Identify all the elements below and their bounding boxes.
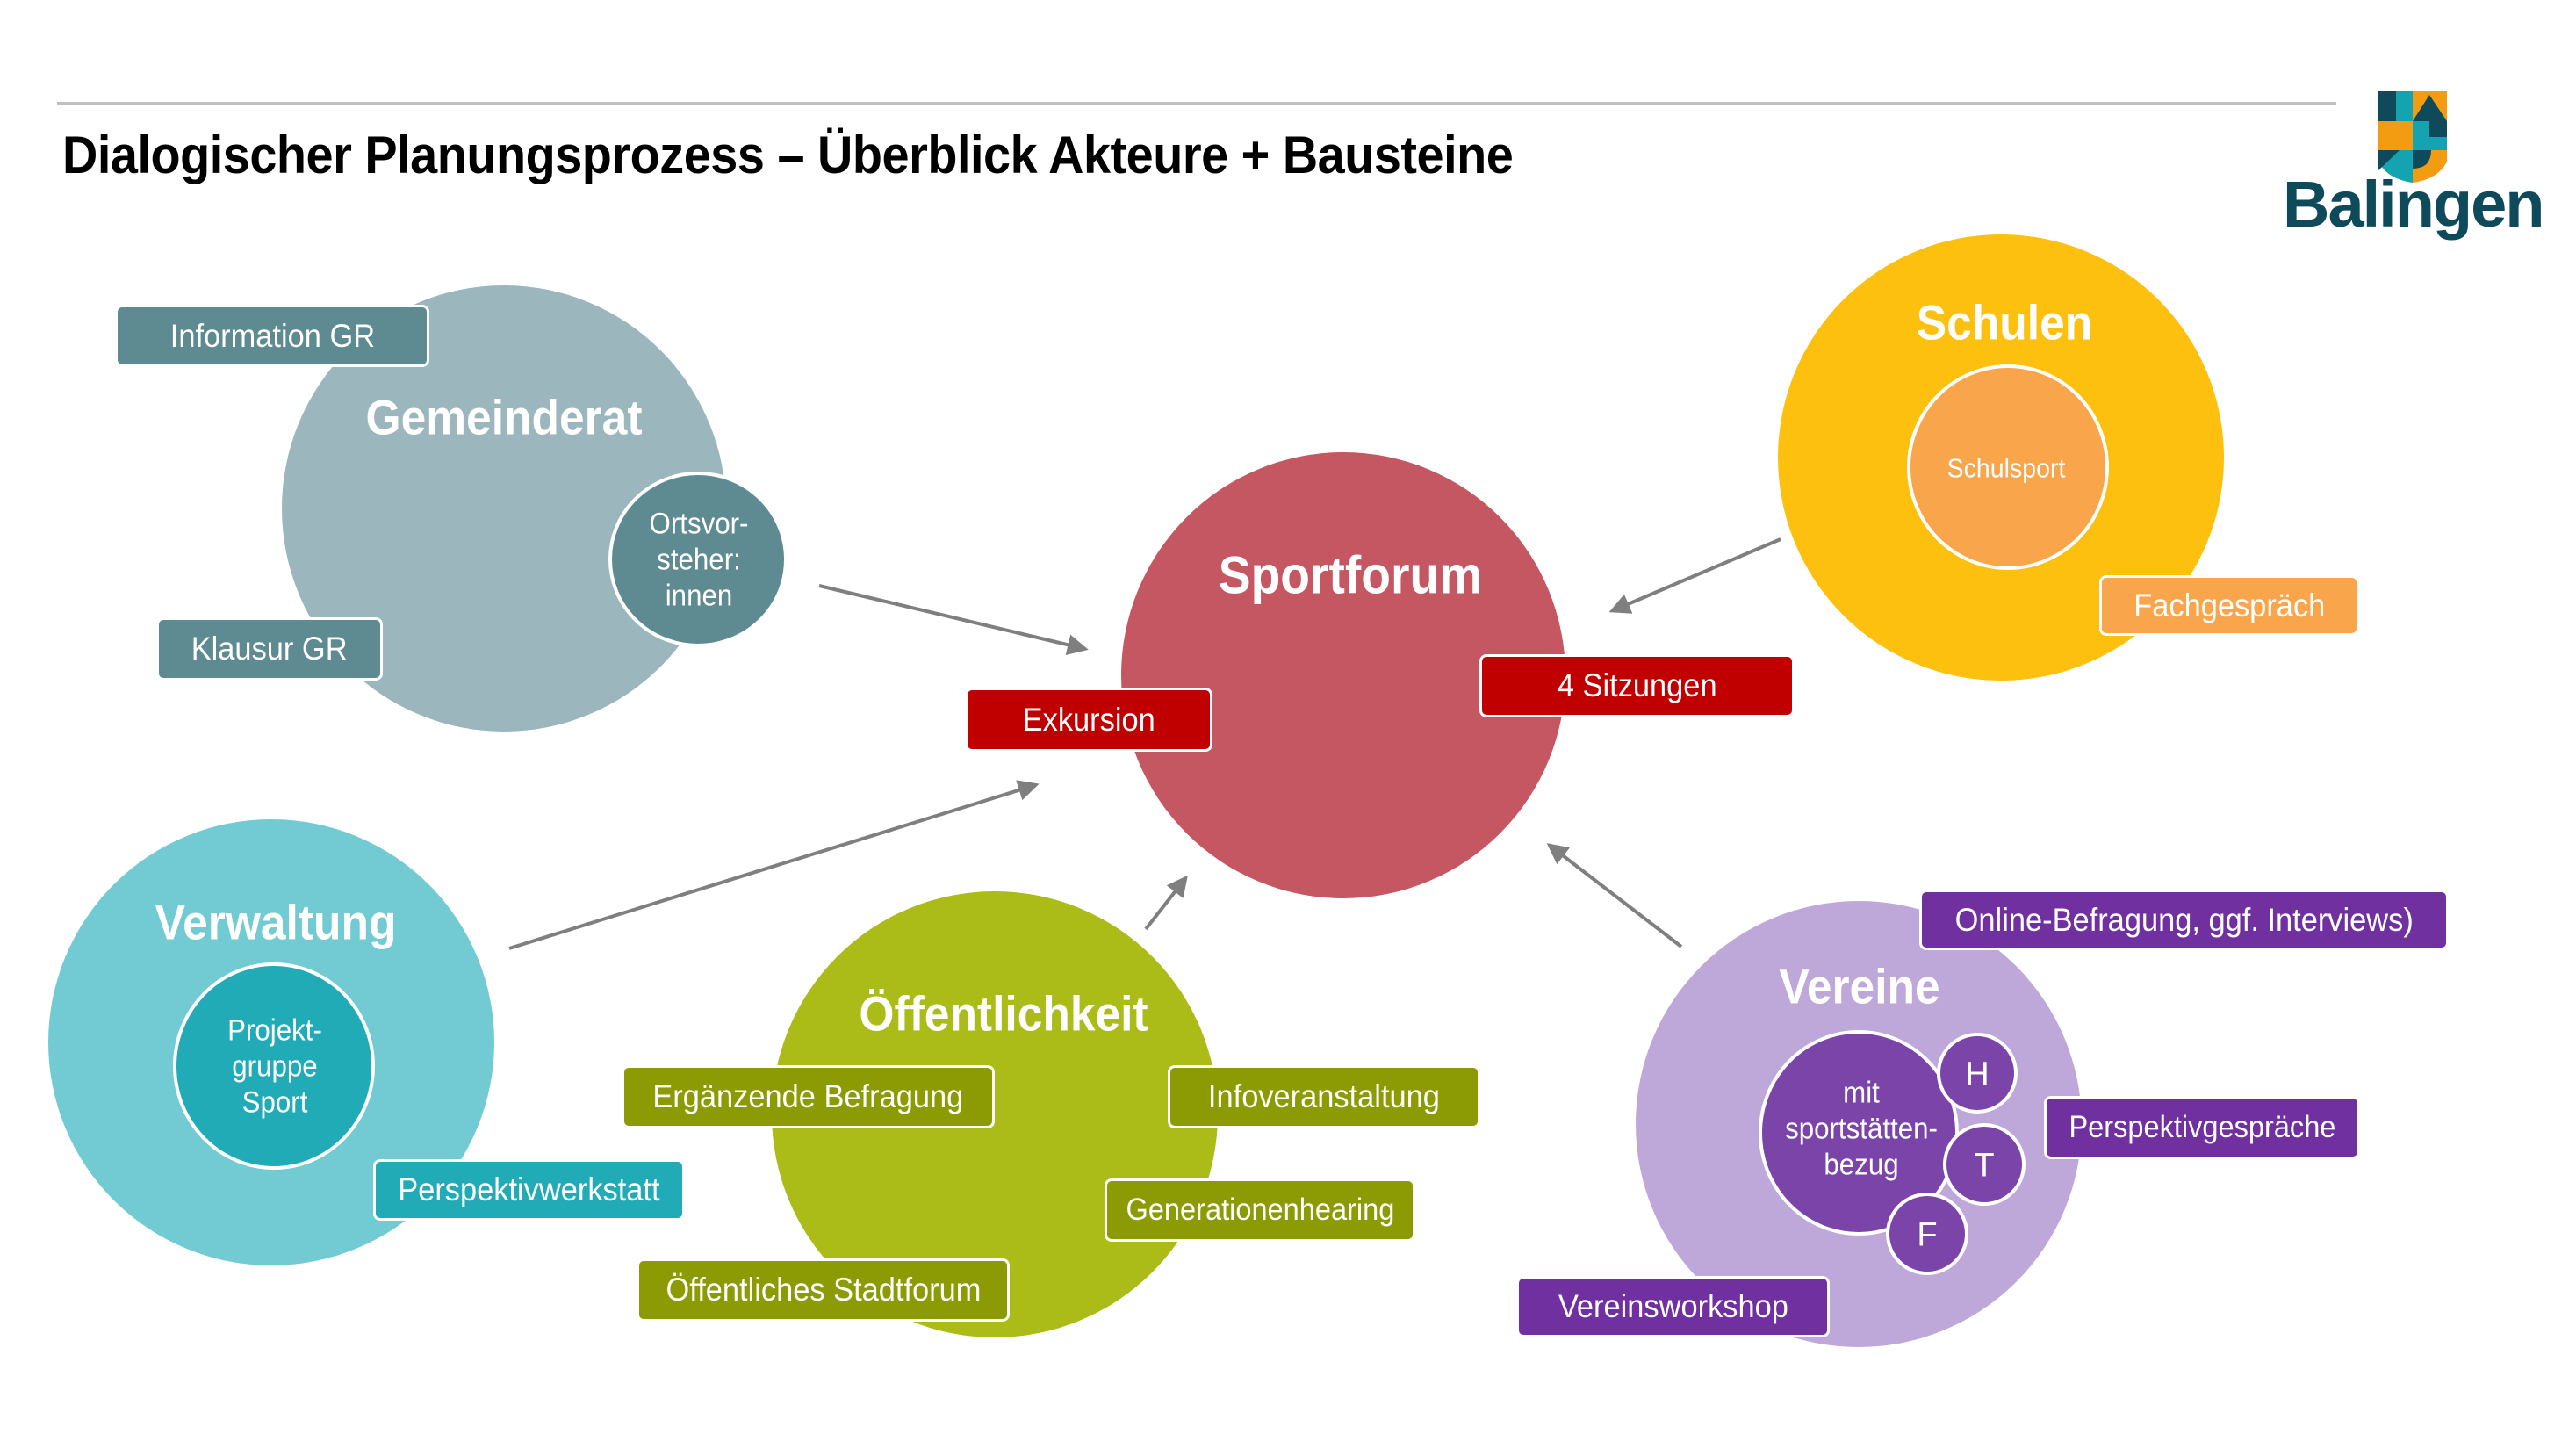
balingen-logo (2378, 91, 2447, 183)
schulsport-label: Schulsport (1946, 452, 2066, 484)
klausur-gr-box: Klausur GR (156, 617, 383, 681)
arrow-oeffentlichkeit-to-sportforum (1144, 875, 1188, 931)
infoveranstaltung-box: Infoveranstaltung (1168, 1065, 1480, 1128)
logo-wordmark: Balingen (2283, 168, 2544, 241)
sub-circle-h-label: H (1965, 1056, 1990, 1093)
oeffentliches-stadtforum-box: Öffentliches Stadtforum (637, 1258, 1010, 1322)
perspektivwerkstatt-label: Perspektivwerkstatt (398, 1171, 660, 1207)
sitzungen-box: 4 Sitzungen (1479, 654, 1795, 717)
sportstaettenbezug-label: mit sportstätten- bezug (1785, 1076, 1938, 1182)
klausur-gr-label: Klausur GR (191, 631, 348, 667)
sportforum-label: Sportforum (1218, 545, 1483, 605)
logo-shield-part (2378, 121, 2413, 150)
oeffentliches-stadtforum-label: Öffentliches Stadtforum (666, 1272, 981, 1308)
sportstaettenbezug-circle (1759, 1030, 1959, 1236)
ortsvorsteher-circle (608, 472, 788, 647)
logo-shield-icon (2378, 91, 2447, 183)
vereinsworkshop-label: Vereinsworkshop (1558, 1288, 1788, 1324)
schulen-label: Schulen (1916, 294, 2093, 350)
infoveranstaltung-label: Infoveranstaltung (1207, 1078, 1440, 1114)
information-gr-box: Information GR (115, 305, 429, 367)
ergaenzende-befragung-label: Ergänzende Befragung (652, 1078, 964, 1114)
sportforum-circle (1121, 452, 1565, 898)
fachgespraech-label: Fachgespräch (2133, 587, 2326, 623)
ortsvorsteher-label: Ortsvor- steher: innen (649, 507, 749, 613)
logo-shield-part (2429, 121, 2447, 137)
vereine-label: Vereine (1779, 958, 1940, 1014)
sub-circle-f-label: F (1917, 1216, 1938, 1254)
online-befragung-label: Online-Befragung, ggf. Interviews) (1954, 901, 2414, 938)
sub-circle-f (1886, 1193, 1968, 1275)
schulsport-circle (1907, 364, 2109, 570)
sub-circle-h (1937, 1033, 2018, 1114)
arrow-verwaltung-to-sportforum (508, 780, 1040, 950)
arrow-vereine-to-sportforum (1546, 843, 1683, 948)
sitzungen-label: 4 Sitzungen (1557, 667, 1717, 703)
sub-circle-t (1943, 1123, 2026, 1206)
information-gr-label: Information GR (169, 317, 375, 354)
logo-shield-part (2413, 95, 2447, 121)
header-divider (57, 102, 2336, 105)
arrow-gemeinderat-to-sportforum (818, 584, 1089, 655)
sub-circle-t-label: T (1974, 1147, 1995, 1185)
online-befragung-box: Online-Befragung, ggf. Interviews) (1919, 890, 2449, 950)
logo-shield-part (2396, 91, 2413, 121)
generationenhearing-label: Generationenhearing (1126, 1193, 1394, 1227)
perspektivgespraeche-box: Perspektivgespräche (2044, 1096, 2360, 1159)
perspektivgespraeche-label: Perspektivgespräche (2069, 1110, 2335, 1144)
gemeinderat-label: Gemeinderat (365, 389, 643, 445)
arrow-schulen-to-sportforum (1608, 537, 1781, 614)
generationenhearing-box: Generationenhearing (1105, 1178, 1415, 1242)
fachgespraech-box: Fachgespräch (2099, 575, 2359, 636)
oeffentlichkeit-label: Öffentlichkeit (859, 985, 1148, 1042)
vereinsworkshop-box: Vereinsworkshop (1516, 1276, 1830, 1337)
projektgruppe-label: Projekt- gruppe Sport (227, 1013, 322, 1120)
exkursion-box: Exkursion (965, 688, 1212, 752)
verwaltung-label: Verwaltung (155, 894, 397, 950)
gemeinderat-circle (282, 285, 726, 732)
projektgruppe-circle (173, 962, 375, 1170)
ergaenzende-befragung-box: Ergänzende Befragung (622, 1065, 995, 1128)
perspektivwerkstatt-box: Perspektivwerkstatt (373, 1159, 685, 1221)
logo-shield-part (2413, 150, 2431, 169)
exkursion-label: Exkursion (1022, 701, 1155, 738)
page-title: Dialogischer Planungsprozess – Überblick… (62, 126, 1514, 184)
logo-shield-part (2378, 150, 2400, 170)
